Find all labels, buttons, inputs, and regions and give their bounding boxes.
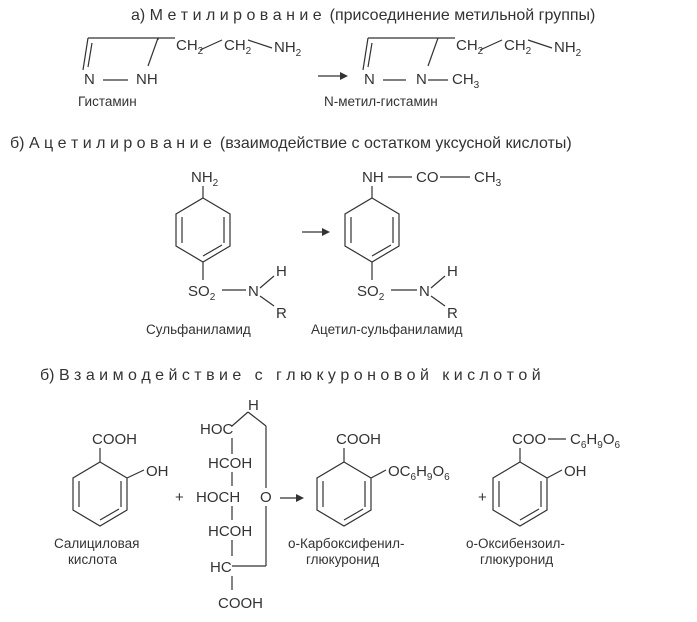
histamine-n: N <box>84 71 95 88</box>
glucuronic-hc: HC <box>210 559 232 576</box>
histamine-ch2-1: CH2 <box>176 37 204 57</box>
sulfanilamide-n: N <box>248 283 259 300</box>
plus-sign-2: + <box>478 489 487 506</box>
product2-label-line2: глюкуронид <box>480 552 553 567</box>
carboxyphenyl-glucuronide-structure: COOH OC6H9O6 о-Карбоксифенил- глюкуронид <box>288 431 450 567</box>
acetyl-co: CO <box>416 169 439 186</box>
methylhistamine-ch2-2: CH2 <box>504 37 532 57</box>
product1-label-line2: глюкуронид <box>306 552 379 567</box>
salicylic-cooh: COOH <box>92 431 137 448</box>
sulfanilamide-label: Сульфаниламид <box>146 322 251 337</box>
product1-label-line1: о-Карбоксифенил- <box>288 536 404 551</box>
methylhistamine-n2: N <box>416 71 427 88</box>
glucuronic-acid-structure: H HOC HCOH HOCH O HCOH HC COOH <box>196 397 272 612</box>
acetyl-n: N <box>419 283 430 300</box>
oxybenzoyl-glucuronide-structure: COO C6H9O6 OH о-Оксибензоил- глюкуронид <box>466 431 620 567</box>
histamine-ch2-2: CH2 <box>224 37 252 57</box>
glucuronic-hoc: HOC <box>200 421 234 438</box>
n-methyl-histamine-label: N-метил-гистамин <box>324 94 438 109</box>
product2-coo: COO <box>512 431 546 448</box>
plus-sign-1: + <box>175 489 184 506</box>
histamine-structure: CH2 CH2 NH2 N NH Гистамин <box>78 37 302 109</box>
acetyl-sulfanilamide-structure: NH CO CH3 SO2 N H R Ацетил-сульфаниламид <box>311 169 502 337</box>
methylhistamine-n1: N <box>364 71 375 88</box>
histamine-nh: NH <box>136 71 158 88</box>
acetyl-sulfanilamide-label: Ацетил-сульфаниламид <box>311 322 463 337</box>
product1-oc6h9o6: OC6H9O6 <box>388 463 450 483</box>
salicylic-oh: OH <box>146 463 169 480</box>
sulfanilamide-r: R <box>276 305 287 322</box>
acetyl-ch3: CH3 <box>474 169 502 189</box>
histamine-label: Гистамин <box>78 94 137 109</box>
arrow-methylation <box>318 72 348 80</box>
sulfanilamide-so2: SO2 <box>188 283 216 303</box>
product2-label-line1: о-Оксибензоил- <box>466 536 565 551</box>
acetyl-nh: NH <box>362 169 384 186</box>
sulfanilamide-structure: NH2 SO2 N H R Сульфаниламид <box>146 169 287 337</box>
heading-glucuronidation: б) В з а и м о д е й с т в и е с г л ю к… <box>40 367 541 384</box>
arrow-glucuronidation <box>280 494 304 502</box>
n-methyl-histamine-structure: CH2 CH2 NH2 N N CH3 N-метил-гистамин <box>324 37 582 109</box>
heading-acetylation: б) А ц е т и л и р о в а н и е(взаимодей… <box>10 135 572 152</box>
methylhistamine-ch2-1: CH2 <box>456 37 484 57</box>
product1-cooh: COOH <box>336 431 381 448</box>
glucuronic-hcoh-1: HCOH <box>208 455 252 472</box>
methylhistamine-nh2: NH2 <box>554 39 582 59</box>
methylhistamine-ch3: CH3 <box>452 71 480 91</box>
acetyl-so2: SO2 <box>357 283 385 303</box>
glucuronic-cooh: COOH <box>218 595 263 612</box>
acetyl-h: H <box>447 263 458 280</box>
glucuronic-h: H <box>248 397 259 414</box>
sulfanilamide-nh2: NH2 <box>191 169 219 189</box>
glucuronic-o: O <box>260 489 272 506</box>
product2-c6h9o6: C6H9O6 <box>570 431 620 451</box>
sulfanilamide-h: H <box>276 263 287 280</box>
histamine-nh2: NH2 <box>274 39 302 59</box>
product2-oh: OH <box>564 463 587 480</box>
acetyl-r: R <box>447 305 458 322</box>
glucuronic-hoch: HOCH <box>196 489 240 506</box>
heading-methylation: а) М е т и л и р о в а н и е(присоединен… <box>131 7 595 24</box>
arrow-acetylation <box>302 228 330 236</box>
salicylic-acid-structure: COOH OH Салициловая кислота <box>54 431 169 567</box>
glucuronic-hcoh-2: HCOH <box>208 523 252 540</box>
salicylic-label-line2: кислота <box>68 552 117 567</box>
salicylic-label-line1: Салициловая <box>54 536 139 551</box>
